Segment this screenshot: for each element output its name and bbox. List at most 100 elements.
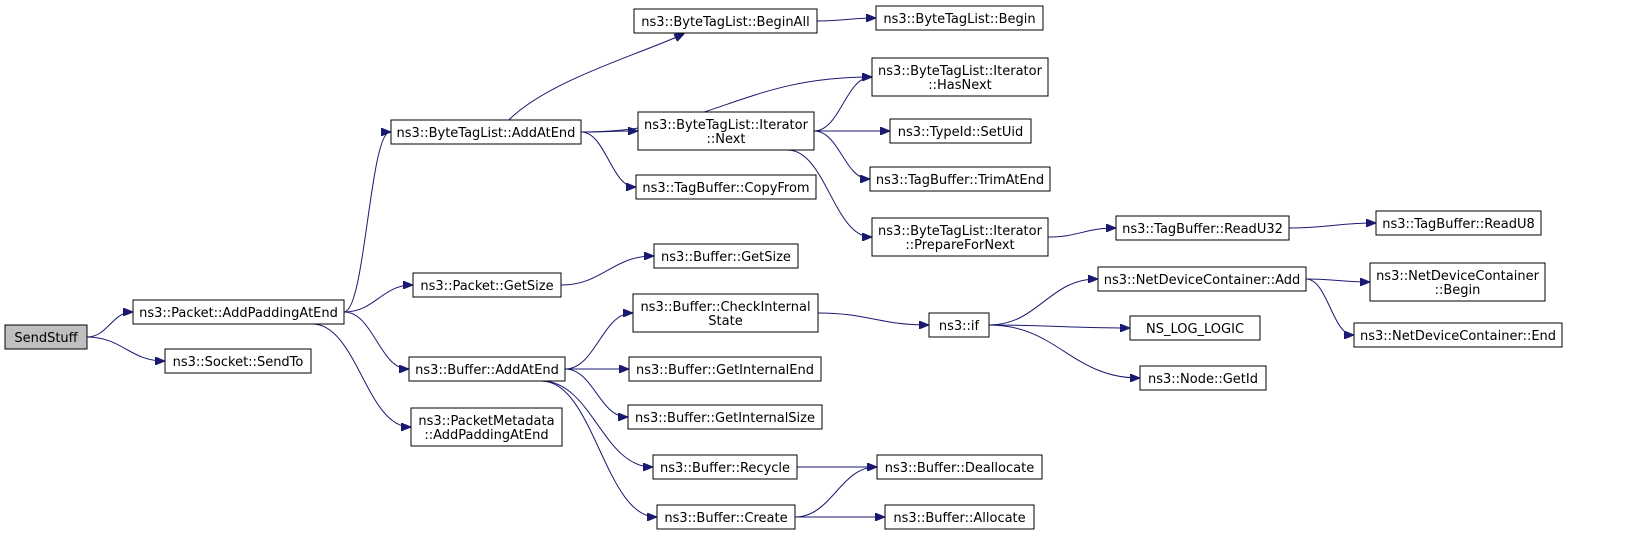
node-tb-readu32[interactable]: ns3::TagBuffer::ReadU32 (1115, 215, 1290, 241)
nodes-layer: SendStuffns3::Packet::AddPaddingAtEndns3… (4, 5, 1563, 530)
node-typeid-setuid[interactable]: ns3::TypeId::SetUid (889, 118, 1032, 144)
node-ndc-add[interactable]: ns3::NetDeviceContainer::Add (1097, 266, 1307, 292)
edge-packet-getsize-to-buffer-getsize (560, 256, 653, 286)
node-btl-beginall[interactable]: ns3::ByteTagList::BeginAll (633, 8, 818, 34)
edge-sendstuff-to-packet-addpadding (86, 312, 132, 338)
edge-ns3-if-to-ns-log-logic (988, 325, 1129, 328)
node-box (653, 243, 799, 269)
edge-sendstuff-to-socket-sendto (86, 336, 164, 361)
node-ns3-if[interactable]: ns3::if (928, 312, 990, 338)
node-tb-copyfrom[interactable]: ns3::TagBuffer::CopyFrom (635, 174, 817, 200)
node-label: ns3::Node::GetId (1148, 372, 1258, 387)
edge-btl-addatend-to-tb-copyfrom (580, 131, 635, 187)
node-label: ns3::if (939, 319, 980, 334)
node-box (1369, 262, 1546, 302)
node-box (889, 118, 1032, 144)
edge-ndc-add-to-ndc-begin (1305, 279, 1369, 282)
node-box (928, 312, 990, 338)
node-label: ns3::NetDeviceContainer::Add (1104, 273, 1301, 288)
node-box (635, 174, 817, 200)
node-btl-iter-next[interactable]: ns3::ByteTagList::Iterator::Next (637, 111, 815, 151)
node-packet-getsize[interactable]: ns3::Packet::GetSize (412, 272, 562, 298)
node-label: ns3::TagBuffer::CopyFrom (642, 181, 809, 196)
node-box (1375, 210, 1542, 236)
node-btl-addatend[interactable]: ns3::ByteTagList::AddAtEnd (390, 119, 582, 145)
node-label: ns3::TagBuffer::ReadU8 (1382, 217, 1535, 232)
node-label: ns3::Buffer::CheckInternal (640, 300, 810, 315)
node-buffer-create[interactable]: ns3::Buffer::Create (656, 504, 796, 530)
node-tb-trimatend[interactable]: ns3::TagBuffer::TrimAtEnd (869, 166, 1051, 192)
edge-ndc-add-to-ndc-end (1305, 278, 1353, 335)
node-label: ns3::Buffer::AddAtEnd (415, 363, 559, 378)
node-buffer-getinternalend[interactable]: ns3::Buffer::GetInternalEnd (628, 356, 822, 382)
edge-btl-iter-next-to-tb-trimatend (813, 130, 869, 179)
node-buffer-getinternalsize[interactable]: ns3::Buffer::GetInternalSize (627, 404, 823, 430)
node-box (627, 404, 823, 430)
node-box (871, 57, 1049, 97)
node-label: ns3::Socket::SendTo (173, 355, 304, 370)
node-label: ::AddPaddingAtEnd (424, 428, 548, 443)
edge-buffer-addatend-to-buffer-checkinternal (564, 313, 632, 370)
node-ns-log-logic[interactable]: NS_LOG_LOGIC (1129, 315, 1261, 341)
node-label: ns3::NetDeviceContainer::End (1360, 329, 1556, 344)
node-label: State (708, 314, 742, 329)
node-label: ns3::Buffer::Deallocate (885, 461, 1034, 476)
node-pm-addpadding[interactable]: ns3::PacketMetadata::AddPaddingAtEnd (410, 407, 563, 447)
edge-btl-iter-next-to-btl-iter-hasnext (813, 77, 871, 132)
node-buffer-allocate[interactable]: ns3::Buffer::Allocate (884, 504, 1035, 530)
node-btl-begin[interactable]: ns3::ByteTagList::Begin (875, 5, 1044, 31)
edge-ns3-if-to-ndc-add (988, 279, 1097, 326)
node-box (652, 454, 798, 480)
node-buffer-addatend[interactable]: ns3::Buffer::AddAtEnd (408, 356, 566, 382)
node-label: ns3::Packet::GetSize (420, 279, 553, 294)
node-label: ns3::Buffer::Allocate (893, 511, 1025, 526)
node-box (390, 119, 582, 145)
node-box (164, 348, 312, 374)
node-ndc-end[interactable]: ns3::NetDeviceContainer::End (1353, 322, 1563, 348)
node-btl-iter-prepare[interactable]: ns3::ByteTagList::Iterator::PrepareForNe… (871, 217, 1049, 257)
node-box (637, 111, 815, 151)
edge-packet-addpadding-to-packet-getsize (343, 285, 412, 313)
node-label: SendStuff (14, 331, 78, 346)
edges-layer (86, 18, 1375, 517)
node-socket-sendto[interactable]: ns3::Socket::SendTo (164, 348, 312, 374)
node-box (1129, 315, 1261, 341)
node-box (408, 356, 566, 382)
node-box (869, 166, 1051, 192)
node-label: ns3::TypeId::SetUid (898, 125, 1023, 140)
node-box (633, 8, 818, 34)
node-buffer-getsize[interactable]: ns3::Buffer::GetSize (653, 243, 799, 269)
node-box (871, 217, 1049, 257)
node-box (132, 299, 345, 325)
node-label: ns3::Packet::AddPaddingAtEnd (139, 306, 338, 321)
node-node-getid[interactable]: ns3::Node::GetId (1139, 365, 1267, 391)
node-sendstuff[interactable]: SendStuff (4, 324, 88, 350)
edge-buffer-addatend-to-buffer-create (541, 380, 656, 517)
edge-buffer-addatend-to-buffer-getinternalsize (564, 368, 627, 417)
node-ndc-begin[interactable]: ns3::NetDeviceContainer::Begin (1369, 262, 1546, 302)
node-label: ns3::Buffer::GetInternalSize (635, 411, 815, 426)
node-label: ns3::TagBuffer::ReadU32 (1122, 222, 1283, 237)
node-label: ::Begin (1435, 283, 1481, 298)
edge-btl-addatend-to-btl-beginall (508, 34, 684, 121)
node-label: ns3::Buffer::Recycle (660, 461, 790, 476)
node-label: ::PrepareForNext (905, 238, 1014, 253)
node-tb-readu8[interactable]: ns3::TagBuffer::ReadU8 (1375, 210, 1542, 236)
edge-buffer-addatend-to-buffer-recycle (541, 380, 652, 467)
node-label: ns3::NetDeviceContainer (1376, 269, 1540, 284)
node-buffer-deallocate[interactable]: ns3::Buffer::Deallocate (876, 454, 1043, 480)
edge-buffer-checkinternal-to-ns3-if (817, 312, 928, 325)
edge-btl-iter-prepare-to-tb-readu32 (1047, 228, 1115, 238)
node-label: ns3::ByteTagList::Iterator (878, 64, 1043, 79)
node-buffer-recycle[interactable]: ns3::Buffer::Recycle (652, 454, 798, 480)
edge-btl-addatend-to-btl-iter-hasnext (580, 77, 871, 133)
node-packet-addpadding[interactable]: ns3::Packet::AddPaddingAtEnd (132, 299, 345, 325)
node-box (628, 356, 822, 382)
node-box (875, 5, 1044, 31)
node-box (1097, 266, 1307, 292)
node-btl-iter-hasnext[interactable]: ns3::ByteTagList::Iterator::HasNext (871, 57, 1049, 97)
node-box (1115, 215, 1290, 241)
node-box (1353, 322, 1563, 348)
